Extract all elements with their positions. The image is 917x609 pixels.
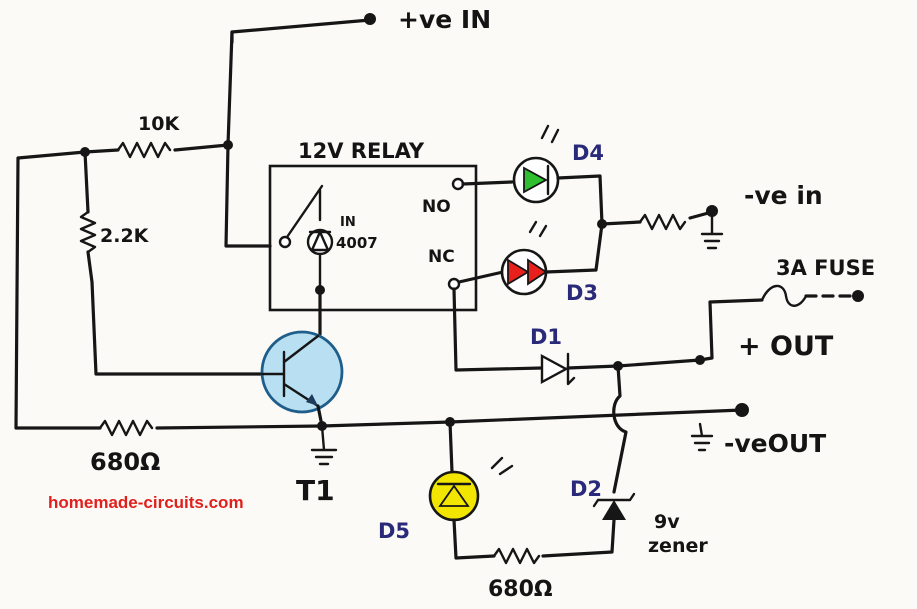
label-relay-nc: NC	[428, 247, 455, 267]
zener-d2-bar	[592, 492, 636, 508]
terminal-pos-in	[364, 13, 376, 25]
website-watermark: homemade-circuits.com	[48, 493, 244, 512]
wire-10k-right	[173, 143, 230, 152]
label-pos-in: +ve IN	[398, 5, 491, 34]
wire-d3-right	[544, 222, 604, 274]
diode-d1-bar	[566, 352, 576, 386]
wire-pos-in	[230, 18, 372, 44]
wire-left-loop	[14, 150, 102, 430]
wire-10k-left	[83, 148, 120, 154]
label-neg-out: -veOUT	[724, 429, 826, 458]
wire-leds-to-resistor	[600, 220, 642, 226]
label-d4: D4	[572, 141, 604, 165]
wire-d5-top	[448, 420, 454, 474]
label-relay-diode: IN	[340, 215, 356, 230]
label-t1: T1	[296, 474, 335, 507]
terminal-neg-out	[735, 403, 749, 417]
label-relay-diode-2: 4007	[336, 234, 378, 252]
relay-box	[268, 164, 478, 312]
wire-d1-to-zener	[612, 364, 628, 494]
wire-to-fuse	[698, 298, 764, 362]
wire-supply-vertical	[226, 30, 234, 147]
led-d3-icon2	[527, 258, 548, 286]
led-d5-icon	[438, 484, 470, 507]
resistor-2k2	[79, 210, 97, 254]
label-relay-no: NO	[422, 197, 451, 217]
led-d4-rays-icon	[540, 124, 560, 144]
led-d3-icon	[507, 258, 530, 286]
transistor-t1	[260, 330, 344, 414]
terminal-fuse-out	[852, 290, 864, 302]
transistor-t1-arrow	[306, 394, 318, 406]
resistor-680-bottom	[492, 547, 541, 565]
label-r-680-left: 680Ω	[90, 448, 161, 476]
fuse-3a	[760, 284, 808, 307]
wire-no-to-d4	[461, 180, 514, 186]
wire-neg-out-rail	[320, 408, 744, 428]
led-d5-rays-icon	[490, 456, 514, 476]
label-fuse: 3A FUSE	[776, 256, 875, 280]
led-d3-rays-icon	[528, 220, 548, 238]
label-pos-out: + OUT	[738, 331, 834, 362]
relay-diode-symbol	[308, 230, 332, 252]
wire-d5-bottom	[452, 518, 496, 560]
wire-d4-right	[556, 174, 604, 226]
wire-2k2-to-base	[86, 250, 264, 376]
wire-emitter	[316, 404, 324, 428]
wire-zener-bottom	[541, 518, 616, 558]
resistor-680-left	[98, 419, 154, 437]
label-neg-in: -ve in	[744, 181, 823, 210]
wire-to-relay	[224, 143, 272, 248]
wire-2k2-top	[83, 150, 90, 214]
relay-pivot	[278, 235, 292, 249]
wire-nc-to-d3	[457, 270, 505, 284]
ground-neg-out-icon	[690, 422, 714, 452]
label-d3: D3	[566, 281, 598, 305]
wire-680-right	[155, 424, 324, 430]
resistor-led-series	[638, 213, 687, 231]
led-d4-icon	[523, 166, 548, 194]
resistor-10k	[116, 141, 172, 159]
label-d5: D5	[378, 519, 410, 543]
transistor-t1-symbol	[260, 334, 320, 408]
ground-t1-icon	[310, 424, 338, 466]
zener-d2	[602, 500, 626, 520]
label-d2: D2	[570, 477, 602, 501]
label-r-680-bottom: 680Ω	[488, 577, 553, 602]
wire-nc-to-d1	[452, 287, 544, 372]
wire-d1-out	[566, 358, 702, 370]
label-zener-word: zener	[648, 535, 708, 557]
relay-contact-arm	[283, 184, 324, 242]
diode-d1	[540, 353, 569, 385]
ground-neg-in-icon	[700, 209, 724, 250]
label-r-10k: 10K	[138, 113, 180, 135]
label-d1: D1	[530, 325, 562, 349]
label-r-2k2: 2.2K	[100, 225, 150, 247]
label-zener-value: 9v	[654, 511, 680, 533]
label-relay: 12V RELAY	[298, 139, 425, 163]
